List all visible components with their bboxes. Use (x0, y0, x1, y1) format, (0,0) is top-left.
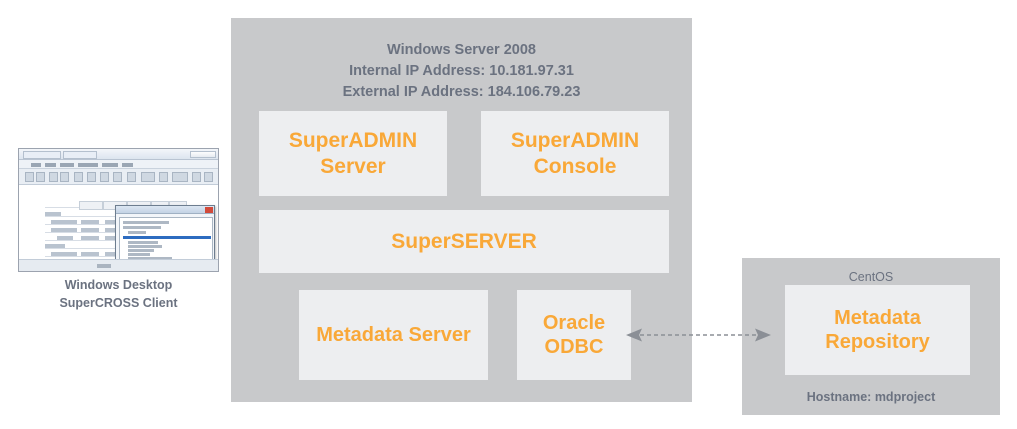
thumb-tree-item (128, 257, 172, 260)
thumb-table-cell (45, 211, 61, 216)
thumb-table-cell (105, 227, 123, 232)
component-label-line-2: Server (320, 154, 386, 178)
thumb-toolbar-button (159, 172, 168, 182)
thumb-dialog-close-icon (205, 207, 213, 213)
thumb-tree-item (128, 249, 154, 252)
arrowhead-right-icon (755, 328, 771, 342)
component-label-line-2: ODBC (544, 336, 604, 358)
thumb-toolbar-button (49, 172, 58, 182)
client-caption: Windows Desktop SuperCROSS Client (18, 277, 219, 313)
supercross-client-screenshot-thumbnail (18, 148, 219, 272)
thumb-menu-item (45, 162, 56, 167)
thumb-tree-item (123, 221, 169, 224)
component-label-line-2: Console (533, 154, 617, 178)
component-superserver[interactable]: SuperSERVER (259, 210, 669, 273)
thumb-table-cell (105, 219, 123, 224)
component-metadata-server[interactable]: Metadata Server (299, 290, 488, 380)
thumb-table-cell (105, 235, 123, 240)
component-label-line-1: SuperADMIN (288, 128, 418, 152)
thumb-dialog-tree-list (119, 217, 213, 263)
thumb-tree-item (128, 231, 146, 234)
component-label-wrap: SuperADMIN Console (511, 128, 639, 179)
thumb-tab (63, 150, 97, 159)
component-superadmin-server[interactable]: SuperADMIN Server (259, 111, 447, 196)
thumb-menu-item (78, 162, 98, 167)
thumb-table-cell (105, 251, 123, 256)
thumb-tree-item (128, 253, 150, 256)
thumb-menu-item (122, 162, 133, 167)
arrowhead-left-icon (626, 328, 642, 342)
thumb-toolbar (19, 169, 218, 185)
thumb-tree-item (123, 226, 161, 229)
thumb-menu-item (60, 162, 74, 167)
component-label-wrap: SuperADMIN Server (289, 128, 417, 179)
thumb-table-header-cell (79, 201, 103, 210)
thumb-toolbar-button (141, 172, 155, 182)
thumb-toolbar-button (87, 172, 96, 182)
thumb-table-cell (81, 235, 99, 240)
thumb-toolbar-button (127, 172, 136, 182)
thumb-tab (23, 150, 61, 159)
thumb-menu-item (102, 162, 118, 167)
component-label-line-1: Metadata (834, 306, 921, 329)
thumb-status-indicator (97, 264, 111, 268)
centos-os-label: CentOS (848, 270, 894, 284)
thumb-table-cell (81, 219, 99, 224)
centos-hostname-label: Hostname: mdproject (806, 389, 936, 404)
thumb-table-cell (45, 243, 65, 248)
component-label-wrap: Oracle ODBC (543, 311, 605, 360)
thumb-window-buttons (190, 151, 216, 158)
thumb-toolbar-button (25, 172, 34, 182)
client-caption-line-1: Windows Desktop (64, 278, 173, 292)
server-internal-ip-label: Internal IP Address: 10.181.97.31 (349, 63, 574, 80)
thumb-dialog-titlebar (116, 206, 214, 214)
component-label-line-1: Oracle (542, 311, 606, 334)
component-label-wrap: Metadata Server (316, 323, 471, 347)
thumb-table-cell (51, 251, 77, 256)
server-external-ip-label: External IP Address: 184.106.79.23 (342, 84, 581, 101)
server-panel-header: Windows Server 2008 Internal IP Address:… (231, 40, 692, 103)
component-label-wrap: Metadata Repository (825, 306, 929, 355)
thumb-table-cell (51, 227, 77, 232)
component-label-line-1: SuperADMIN (510, 128, 640, 152)
thumb-toolbar-button (100, 172, 109, 182)
server-os-label: Windows Server 2008 (387, 42, 536, 58)
component-label-line-1: SuperSERVER (391, 229, 537, 253)
component-metadata-repository[interactable]: Metadata Repository (785, 285, 970, 375)
component-label-line-2: Repository (825, 331, 930, 353)
thumb-statusbar (19, 259, 218, 271)
thumb-toolbar-button (113, 172, 122, 182)
thumb-workspace (19, 185, 218, 271)
thumb-table-cell (51, 219, 77, 224)
client-node: Windows Desktop SuperCROSS Client (18, 148, 219, 310)
thumb-tree-item (128, 245, 162, 248)
thumb-toolbar-button (192, 172, 201, 182)
client-caption-line-2: SuperCROSS Client (59, 295, 178, 310)
thumb-toolbar-button (74, 172, 83, 182)
thumb-toolbar-button (204, 172, 213, 182)
thumb-menu-item (31, 162, 41, 167)
thumb-table-cell (81, 227, 99, 232)
thumb-toolbar-button (172, 172, 188, 182)
component-superadmin-console[interactable]: SuperADMIN Console (481, 111, 669, 196)
thumb-table-cell (81, 251, 99, 256)
odbc-to-repository-connector (626, 328, 771, 342)
thumb-toolbar-button (60, 172, 69, 182)
thumb-menubar (19, 160, 218, 169)
thumb-tree-item (128, 241, 158, 244)
thumb-titlebar (19, 149, 218, 160)
component-label-line-1: Metadata Server (316, 323, 471, 346)
thumb-tree-item-selected (123, 236, 211, 239)
thumb-toolbar-button (36, 172, 45, 182)
component-label-wrap: SuperSERVER (391, 229, 537, 255)
thumb-table-cell (57, 235, 73, 240)
component-oracle-odbc[interactable]: Oracle ODBC (517, 290, 631, 380)
